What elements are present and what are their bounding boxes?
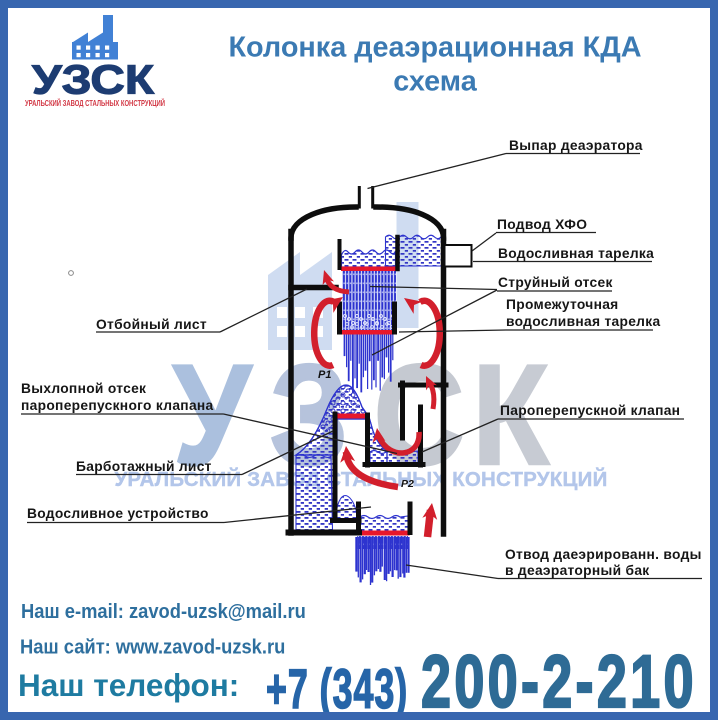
svg-text:С: С [374, 334, 465, 494]
svg-text:Отбойный лист: Отбойный лист [96, 317, 207, 332]
svg-text:Колонка деаэрационная КДА: Колонка деаэрационная КДА [228, 32, 641, 64]
svg-text:водосливная тарелка: водосливная тарелка [506, 314, 660, 329]
svg-text:Пароперепускной клапан: Пароперепускной клапан [500, 403, 680, 418]
svg-text:Выпар деаэратора: Выпар деаэратора [509, 138, 643, 153]
svg-text:Наш телефон:: Наш телефон: [18, 667, 239, 703]
svg-text:Наш e-mail: zavod-uzsk@mail.ru: Наш e-mail: zavod-uzsk@mail.ru [21, 600, 306, 623]
svg-text:схема: схема [393, 66, 477, 98]
svg-text:Струйный отсек: Струйный отсек [498, 275, 613, 290]
svg-text:Выхлопной отсек: Выхлопной отсек [21, 381, 146, 396]
svg-text:Отвод даеэрированн. воды: Отвод даеэрированн. воды [505, 547, 702, 562]
svg-text:Промежуточная: Промежуточная [506, 297, 619, 312]
svg-text:Подвод ХФО: Подвод ХФО [497, 217, 587, 232]
svg-text:Барботажный лист: Барботажный лист [76, 459, 212, 474]
svg-text:пароперепускного клапана: пароперепускного клапана [21, 398, 214, 413]
svg-text:в деаэраторный бак: в деаэраторный бак [505, 563, 650, 578]
svg-text:Р2: Р2 [401, 478, 414, 490]
svg-text:УЗСК: УЗСК [32, 57, 155, 103]
svg-text:Водосливное устройство: Водосливное устройство [27, 506, 209, 521]
svg-text:Р1: Р1 [318, 369, 331, 381]
svg-text:+7 (343): +7 (343) [266, 657, 408, 720]
svg-text:Водосливная тарелка: Водосливная тарелка [498, 246, 654, 261]
svg-text:Наш сайт: www.zavod-uzsk.ru: Наш сайт: www.zavod-uzsk.ru [20, 636, 285, 659]
svg-text:200-2-210: 200-2-210 [421, 640, 697, 720]
svg-text:УРАЛЬСКИЙ ЗАВОД СТАЛЬНЫХ КОНСТ: УРАЛЬСКИЙ ЗАВОД СТАЛЬНЫХ КОНСТРУКЦИЙ [25, 97, 165, 108]
svg-text:К: К [472, 334, 550, 494]
